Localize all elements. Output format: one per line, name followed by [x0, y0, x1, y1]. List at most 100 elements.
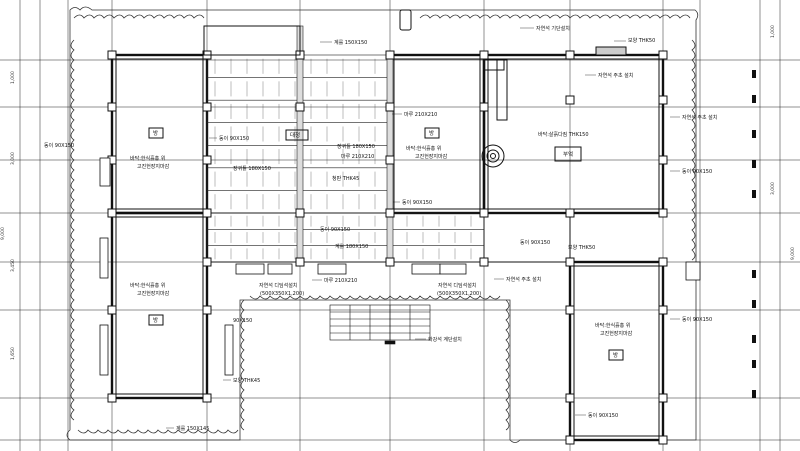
label-floor-beam-2: 장귀틀 180X150	[233, 165, 271, 172]
label-floor-thk: 청판 THK45	[332, 175, 359, 182]
room-center-note-1: 바닥:한식흙홍 위	[406, 145, 441, 152]
dim-right-2: 3,000	[770, 182, 776, 195]
label-column-center: 동이 90X150	[320, 226, 350, 233]
label-floor-beam: 장귀틀 180X150	[337, 143, 375, 150]
room-nw-note-1: 바닥:한식흙홍 위	[130, 155, 165, 162]
column-post	[202, 257, 212, 267]
dim-right-1: 1,000	[770, 25, 776, 38]
hall-floor-panel	[206, 212, 485, 263]
room-kitchen-note: 바닥:살흙다짐 THK150	[538, 131, 589, 138]
label-stone-base-3: 자연석 주초 설치	[506, 276, 541, 283]
column-post	[479, 257, 489, 267]
column-post	[107, 305, 117, 315]
column-post	[202, 305, 212, 315]
label-stone-base-2: 자연석 주초 설치	[682, 114, 717, 121]
room-nw-note-2: 고진헌장지마감	[137, 163, 170, 170]
room-kitchen-name: 부엌	[563, 150, 573, 158]
label-top-beam: 계를 150X150	[334, 39, 367, 46]
label-stone-step-right-dim: (500X350X1,200)	[437, 291, 481, 297]
label-bottom-beam: 계를 150X145	[176, 425, 209, 432]
label-floor-board-3: 마루 210X210	[324, 277, 357, 284]
room-labels: 방 바닥:한식흙홍 위 고진헌장지마감 방 바닥:한식흙홍 위 고진헌장지마감 …	[130, 129, 633, 359]
column-post	[565, 305, 575, 315]
column-post	[295, 102, 305, 112]
stone-platform-outline	[66, 6, 699, 443]
column-post	[658, 50, 668, 60]
grid-markers	[752, 70, 756, 398]
room-center-note-2: 고진헌장지마감	[415, 153, 448, 160]
dim-left-2: 3,000	[10, 152, 16, 165]
column-post	[658, 305, 668, 315]
column-post	[295, 257, 305, 267]
floor-beam	[296, 25, 304, 263]
label-floor-beam-3: 계를 180X150	[335, 243, 368, 250]
label-column-r2: 동이 90X150	[682, 316, 712, 323]
room-se-note-2: 고진헌장지마감	[600, 330, 633, 337]
dim-left-3: 3,450	[10, 259, 16, 272]
column-post	[565, 435, 575, 445]
label-column-se-bottom: 동이 90X150	[588, 412, 618, 419]
column-post	[565, 208, 575, 218]
column-post	[202, 155, 212, 165]
column-post	[385, 155, 395, 165]
column-post	[565, 393, 575, 403]
dim-right-total: 9,000	[790, 247, 796, 260]
column-post	[385, 257, 395, 267]
label-column-left: 동이 90X150	[44, 142, 74, 149]
column-post	[479, 208, 489, 218]
column-post	[202, 393, 212, 403]
room-sw-note-2: 고진헌장지마감	[137, 290, 170, 297]
label-floor-board-1: 마루 210X210	[404, 111, 437, 118]
column-post	[479, 50, 489, 60]
column-post	[658, 155, 668, 165]
column-post	[658, 257, 668, 267]
column-post	[658, 393, 668, 403]
column-post	[107, 393, 117, 403]
dimension-text: 1,000 3,000 3,450 1,650 9,000 1,000 3,00…	[0, 25, 796, 360]
granite-stairs[interactable]	[329, 304, 431, 345]
column-post	[202, 102, 212, 112]
room-nw-name: 방	[153, 129, 158, 137]
column-post	[658, 95, 668, 105]
label-stone-step-right: 자연석 디딤석설치	[438, 282, 476, 289]
room-se-note-1: 바닥:한식흙홍 위	[595, 322, 630, 329]
column-post	[295, 208, 305, 218]
hall-label: 대청	[290, 131, 300, 139]
dim-left-4: 1,650	[10, 347, 16, 360]
label-column-r3: 동이 90X150	[520, 239, 550, 246]
label-column-c2: 동이 90X150	[402, 199, 432, 206]
leader-lines	[166, 27, 680, 429]
column-post	[385, 102, 395, 112]
column-post	[565, 257, 575, 267]
label-board-center: 보양 THK50	[568, 244, 595, 251]
label-floor-board-2: 마루 210X210	[341, 153, 374, 160]
label-column-c1: 동이 90X150	[219, 135, 249, 142]
label-stone-step-left-dim: (500X350X1,200)	[260, 291, 304, 297]
column-post	[479, 102, 489, 112]
dim-left-1: 1,000	[10, 71, 16, 84]
room-center-name: 방	[429, 129, 434, 137]
label-column-sw: 90X150	[233, 318, 252, 324]
label-stone-step-left: 자연석 디딤석설치	[259, 282, 297, 289]
annotations: 계를 150X150 자연석 기단설치 보양 THK50 자연석 주초 설치 자…	[44, 25, 717, 432]
column-post	[107, 102, 117, 112]
column-post	[202, 208, 212, 218]
dim-left-total: 9,000	[0, 227, 6, 240]
top-entry	[148, 9, 627, 361]
room-se-name: 방	[613, 351, 618, 359]
column-post	[565, 95, 575, 105]
room-sw-name: 방	[153, 316, 158, 324]
label-column-r1: 동이 90X150	[682, 168, 712, 175]
column-post	[385, 50, 395, 60]
stone-steps[interactable]	[99, 157, 701, 376]
label-board-top-right: 보양 THK50	[628, 37, 655, 44]
column-post	[385, 208, 395, 218]
label-jar: 자연석 기단설치	[536, 25, 570, 32]
label-stairs: 화강석 계단설치	[428, 336, 462, 343]
label-stone-base-1: 자연석 주초 설치	[598, 72, 633, 79]
column-post	[658, 208, 668, 218]
column-post	[107, 50, 117, 60]
